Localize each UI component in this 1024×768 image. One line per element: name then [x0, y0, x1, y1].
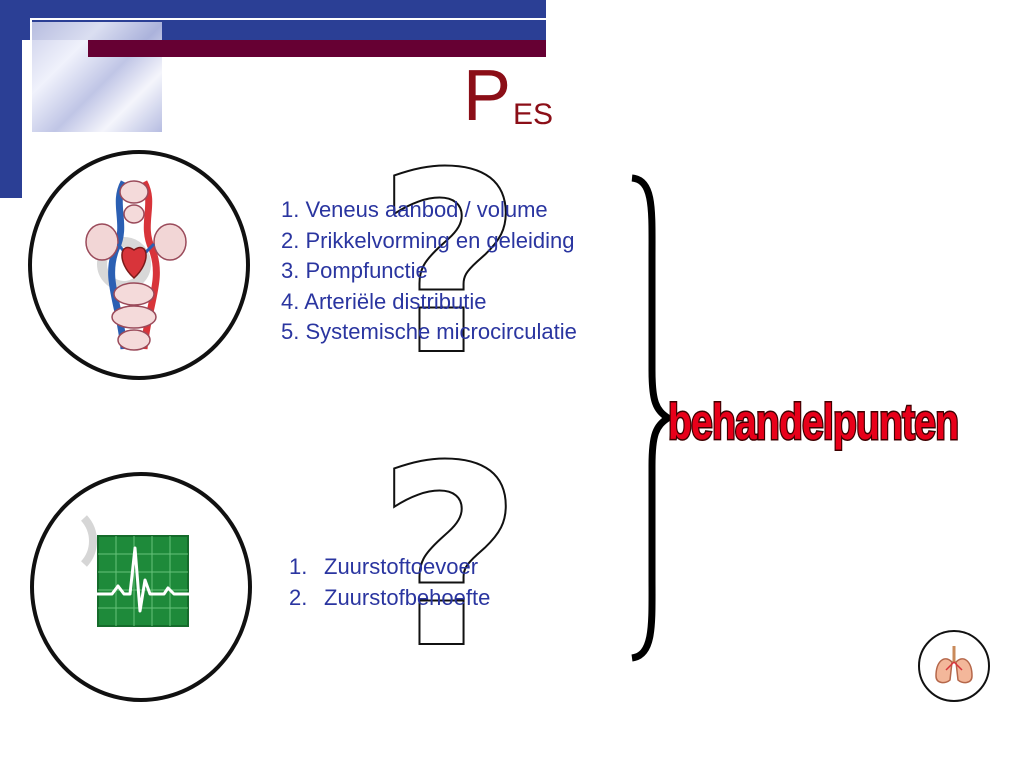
title-main: P — [463, 56, 512, 136]
circulation-circle — [28, 150, 250, 380]
list-item: 2.Zuurstofbehoefte — [289, 584, 491, 610]
ecg-monitor-icon — [80, 515, 196, 627]
list-item: 3. Pompfunctie — [281, 258, 428, 283]
slide-title: PES — [463, 56, 553, 136]
title-subscript: ES — [513, 98, 554, 131]
list-item: 1. Veneus aanbod / volume — [281, 197, 548, 222]
curly-brace — [631, 174, 670, 662]
list-item: 4. Arteriële distributie — [281, 288, 487, 314]
treatment-points-label: behandelpunten — [667, 393, 960, 452]
lungs-icon — [935, 646, 973, 684]
header-water-tile — [32, 22, 162, 132]
lungs-circle[interactable] — [918, 630, 990, 702]
list-oxygen-factors: 1.Zuurstoftoevoer 2.Zuurstofbehoefte — [289, 552, 490, 613]
list-item: 5. Systemische microcirculatie — [281, 319, 577, 344]
question-mark-top: ? — [376, 119, 523, 410]
circulation-diagram-icon — [85, 180, 187, 351]
ecg-circle — [30, 472, 252, 702]
header-left-line — [30, 18, 32, 138]
header-maroon-band — [88, 40, 546, 57]
question-mark-bottom: ? — [376, 412, 523, 703]
list-pump-factors: 1. Veneus aanbod / volume 2. Prikkelvorm… — [281, 195, 577, 348]
list-item: 1.Zuurstoftoevoer — [289, 554, 479, 579]
header-left-bar — [0, 0, 22, 198]
list-item: 2. Prikkelvorming en geleiding — [281, 227, 575, 253]
